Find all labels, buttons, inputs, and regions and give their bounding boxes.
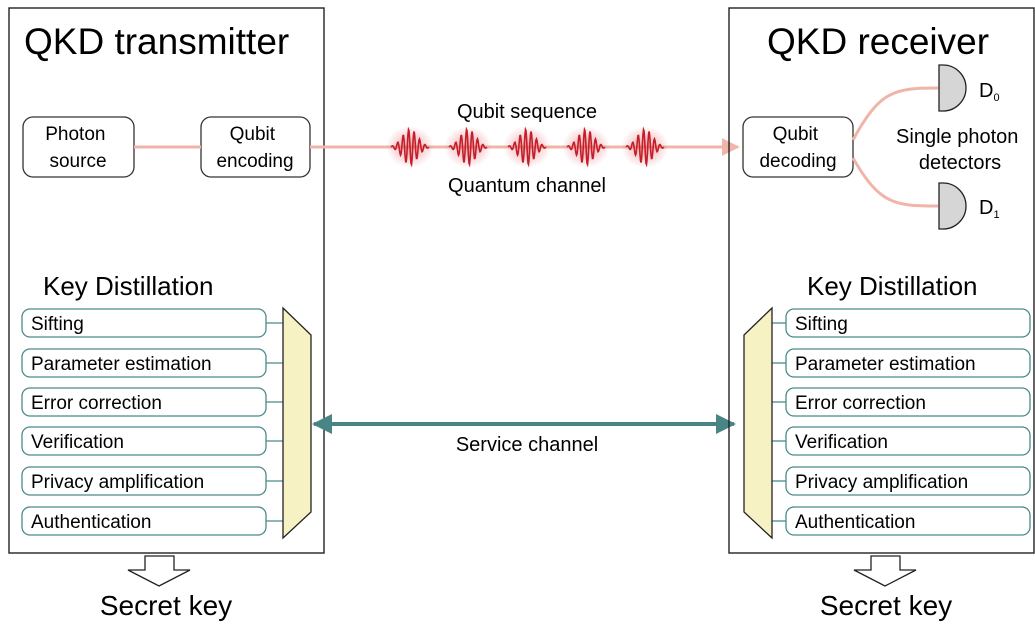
step-label: Authentication xyxy=(31,512,151,533)
qubit-pulse xyxy=(390,126,430,168)
qubit-pulses xyxy=(386,126,669,168)
receiver-combiner xyxy=(743,306,773,540)
qubit-sequence-label: Qubit sequence xyxy=(457,101,597,123)
receiver-secret-key: Secret key xyxy=(820,590,952,621)
photon-source-label: Photon source xyxy=(45,124,111,172)
transmitter-output-arrow xyxy=(127,555,191,587)
qubit-pulse xyxy=(448,126,488,168)
step-box xyxy=(21,506,267,536)
step-box xyxy=(785,426,1031,456)
detector-0-fiber xyxy=(851,86,939,141)
step-label: Verification xyxy=(31,432,124,453)
step-label: Privacy amplification xyxy=(31,472,204,493)
qubit-encoding-label: Qubit encoding xyxy=(216,124,293,172)
step-box xyxy=(785,387,1031,417)
receiver-output-arrow xyxy=(853,555,917,587)
receiver-frame xyxy=(728,7,1035,554)
transmitter-title: QKD transmitter xyxy=(24,21,289,62)
qubit-pulse xyxy=(507,126,547,168)
receiver-title: QKD receiver xyxy=(767,21,989,62)
detector-1-icon xyxy=(938,182,967,230)
step-box xyxy=(785,348,1031,378)
step-label: Parameter estimation xyxy=(31,354,212,375)
single-photon-detectors-label: Single photon detectors xyxy=(896,126,1024,174)
step-box xyxy=(785,308,1031,338)
step-box xyxy=(785,466,1031,496)
detector-1-label: D1 xyxy=(979,197,1000,221)
step-label: Error correction xyxy=(795,393,926,414)
service-channel-label: Service channel xyxy=(456,434,598,456)
step-box xyxy=(21,466,267,496)
step-box xyxy=(785,506,1031,536)
transmitter-frame xyxy=(8,7,325,554)
step-label: Sifting xyxy=(795,314,848,335)
step-label: Verification xyxy=(795,432,888,453)
transmitter-output: Secret key xyxy=(100,555,232,621)
step-label: Privacy amplification xyxy=(795,472,968,493)
receiver-output: Secret key xyxy=(820,555,952,621)
step-box xyxy=(21,308,267,338)
step-box xyxy=(21,348,267,378)
step-box xyxy=(21,426,267,456)
qubit-pulse xyxy=(625,126,665,168)
qubit-pulse xyxy=(566,126,606,168)
transmitter-key-distillation-title: Key Distillation xyxy=(43,271,214,301)
step-label: Sifting xyxy=(31,314,84,335)
quantum-channel-label: Quantum channel xyxy=(448,175,606,197)
step-label: Parameter estimation xyxy=(795,354,976,375)
service-channel: Service channel xyxy=(312,414,736,456)
qubit-decoding-label: Qubit decoding xyxy=(759,124,836,172)
detector-0-label: D0 xyxy=(979,80,1000,104)
step-label: Error correction xyxy=(31,393,162,414)
transmitter-panel: QKD transmitter Photon source Qubit enco… xyxy=(8,7,325,554)
transmitter-combiner xyxy=(282,306,312,540)
step-label: Authentication xyxy=(795,512,915,533)
receiver-panel: QKD receiver Qubit decoding D0 D1 Single… xyxy=(728,7,1035,554)
detector-1-fiber xyxy=(851,157,939,208)
quantum-channel: Qubit sequence Quantum channel xyxy=(310,101,740,197)
qubit-decoding-box xyxy=(742,116,854,178)
detector-0-icon xyxy=(938,64,967,112)
receiver-key-distillation-title: Key Distillation xyxy=(807,271,978,301)
transmitter-secret-key: Secret key xyxy=(100,590,232,621)
step-box xyxy=(21,387,267,417)
